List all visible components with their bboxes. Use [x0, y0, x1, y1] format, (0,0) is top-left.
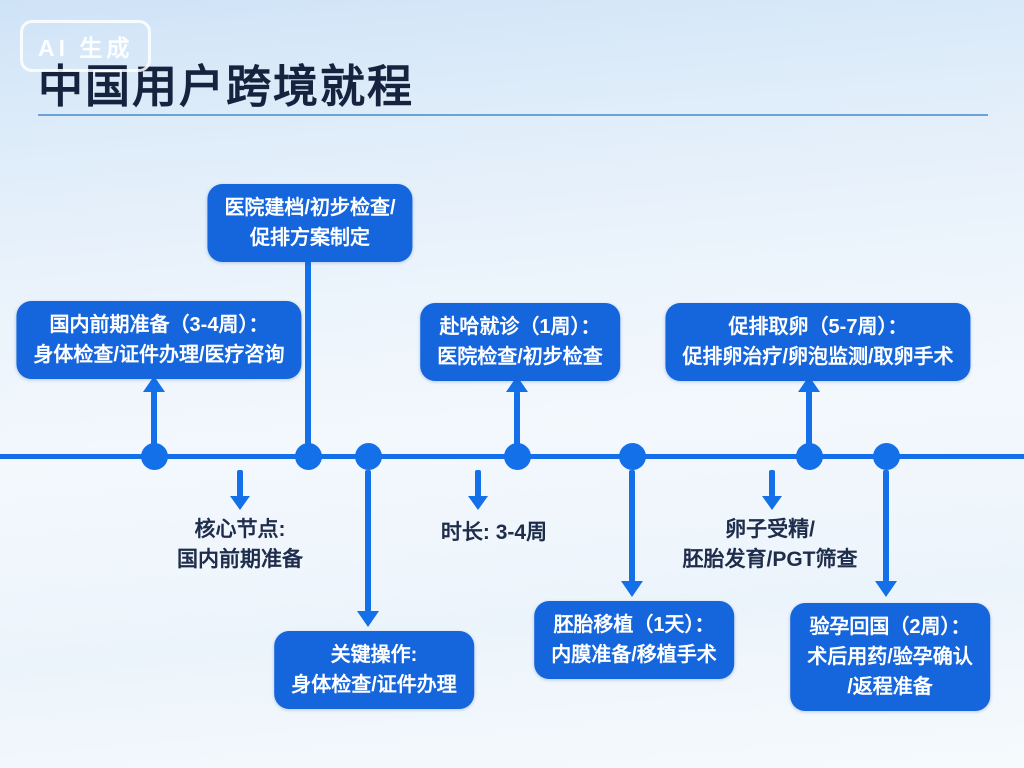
- arrowhead-down-key-operations-icon: [357, 611, 379, 627]
- arrowhead-down-core-node-icon: [230, 496, 250, 510]
- note-line: 卵子受精/: [725, 518, 815, 541]
- arrowhead-down-duration-icon: [468, 496, 488, 510]
- arrowhead-down-pregnancy-return-icon: [875, 581, 897, 597]
- connector-up-hospital-setup: [305, 261, 311, 445]
- stage-box-line: 国内前期准备（3-4周）：: [49, 314, 269, 336]
- timeline-node-4: [504, 443, 531, 470]
- timeline-node-5: [619, 443, 646, 470]
- note-duration: 时长: 3-4周: [441, 518, 547, 548]
- connector-down-fertilization: [769, 470, 775, 497]
- note-line: 时长: 3-4周: [440, 521, 548, 544]
- timeline-node-3: [355, 443, 382, 470]
- connector-down-pregnancy-return: [883, 470, 889, 582]
- stage-box-line: 验孕回国（2周）：: [809, 616, 971, 638]
- stage-box-line: 医院建档/初步检查/: [224, 197, 396, 219]
- stage-box-line: 促排方案制定: [250, 227, 370, 249]
- stage-box-line: 促排取卵（5-7周）：: [728, 316, 908, 338]
- connector-down-key-operations: [365, 470, 371, 612]
- stage-box-line: 术后用药/验孕确认: [807, 646, 973, 668]
- stage-box-stimulation-retrieval: 促排取卵（5-7周）： 促排卵治疗/卵泡监测/取卵手术: [665, 303, 971, 381]
- stage-box-line: /返程准备: [847, 676, 933, 698]
- note-line: 核心节点:: [194, 518, 286, 541]
- ai-generated-badge-label: AI 生成: [38, 35, 134, 61]
- connector-up-domestic-prep: [151, 391, 157, 445]
- stage-box-visit-clinic: 赴哈就诊（1周）： 医院检查/初步检查: [420, 303, 620, 381]
- stage-box-line: 赴哈就诊（1周）：: [439, 316, 601, 338]
- timeline-node-7: [873, 443, 900, 470]
- stage-box-line: 促排卵治疗/卵泡监测/取卵手术: [682, 346, 954, 368]
- stage-box-hospital-setup: 医院建档/初步检查/ 促排方案制定: [207, 184, 413, 262]
- stage-box-line: 身体检查/证件办理/医疗咨询: [33, 344, 285, 366]
- stage-box-embryo-transfer: 胚胎移植（1天）： 内膜准备/移植手术: [534, 601, 734, 679]
- connector-down-embryo-transfer: [629, 470, 635, 582]
- timeline-node-6: [796, 443, 823, 470]
- arrowhead-up-domestic-prep-icon: [143, 376, 165, 392]
- stage-box-line: 内膜准备/移植手术: [551, 644, 717, 666]
- timeline-node-2: [295, 443, 322, 470]
- connector-down-core-node: [237, 470, 243, 497]
- note-line: 国内前期准备: [177, 548, 303, 571]
- ai-generated-badge: AI 生成: [20, 20, 152, 72]
- note-core-node: 核心节点: 国内前期准备: [177, 515, 303, 575]
- title-underline: [38, 114, 988, 116]
- stage-box-domestic-prep: 国内前期准备（3-4周）： 身体检查/证件办理/医疗咨询: [16, 301, 302, 379]
- stage-box-line: 身体检查/证件办理: [291, 674, 457, 696]
- connector-down-duration: [475, 470, 481, 497]
- stage-box-line: 关键操作:: [330, 644, 418, 666]
- connector-up-stimulation-retrieval: [806, 391, 812, 445]
- arrowhead-down-fertilization-icon: [762, 496, 782, 510]
- stage-box-line: 医院检查/初步检查: [437, 346, 603, 368]
- stage-box-pregnancy-return: 验孕回国（2周）： 术后用药/验孕确认 /返程准备: [790, 603, 990, 711]
- note-fertilization: 卵子受精/ 胚胎发育/PGT筛查: [682, 515, 857, 575]
- stage-box-line: 胚胎移植（1天）：: [553, 614, 715, 636]
- connector-up-visit-clinic: [514, 391, 520, 445]
- stage-box-key-operations: 关键操作: 身体检查/证件办理: [274, 631, 474, 709]
- timeline-node-1: [141, 443, 168, 470]
- arrowhead-down-embryo-transfer-icon: [621, 581, 643, 597]
- note-line: 胚胎发育/PGT筛查: [682, 548, 858, 571]
